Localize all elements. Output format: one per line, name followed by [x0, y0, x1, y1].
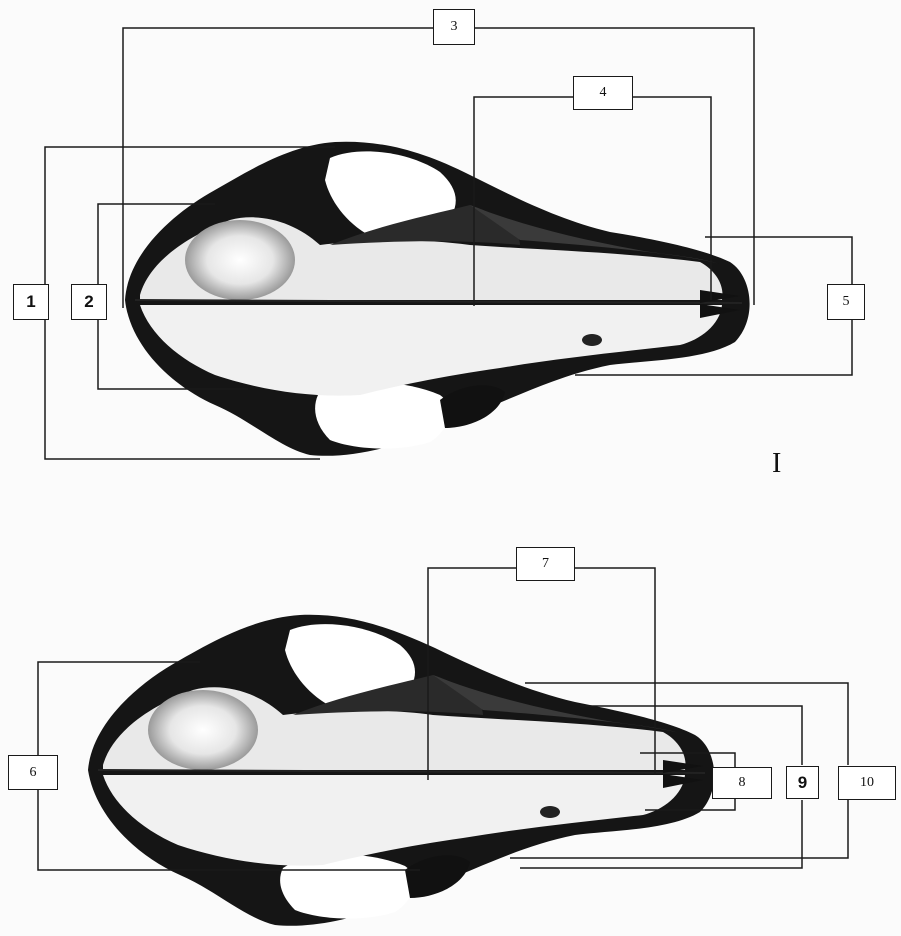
skull-top — [125, 142, 750, 456]
label-10: 10 — [838, 766, 896, 800]
label-6: 6 — [8, 755, 58, 790]
label-2: 2 — [71, 284, 107, 320]
label-9: 9 — [786, 766, 819, 799]
label-7: 7 — [516, 547, 575, 581]
label-1: 1 — [13, 284, 49, 320]
label-5: 5 — [827, 284, 865, 320]
label-4: 4 — [573, 76, 633, 110]
label-8: 8 — [712, 767, 772, 799]
label-3: 3 — [433, 9, 475, 45]
panel-marker: I — [772, 448, 781, 480]
